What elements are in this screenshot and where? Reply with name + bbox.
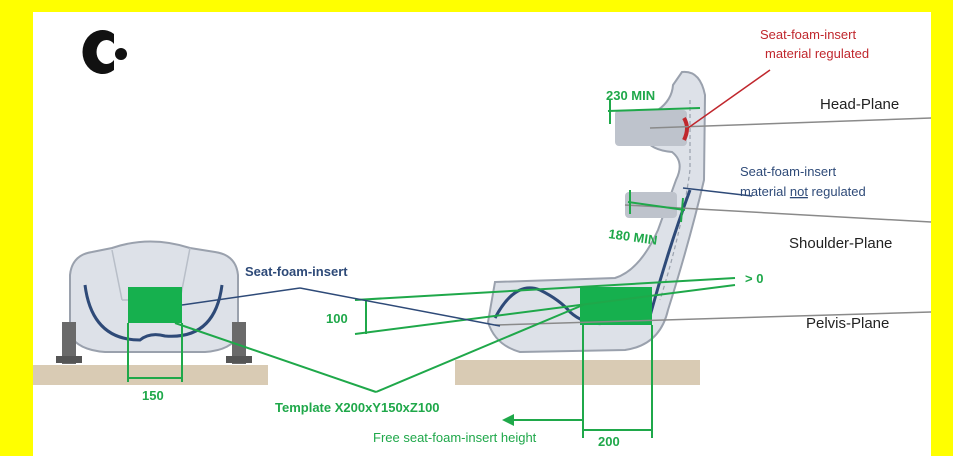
red-insert-label-line1: Seat-foam-insert [760,27,856,42]
green-dimensions [127,99,736,438]
free-height-label: Free seat-foam-insert height [373,430,537,445]
free-height-arrowhead [502,414,514,426]
head-min-label: 230 MIN [606,88,655,103]
head-plane-line [649,117,932,129]
blue-insert-label-line1: Seat-foam-insert [740,164,836,179]
company-logo-icon [82,30,127,75]
template-block-front [128,287,182,323]
pelvis-plane-label: Pelvis-Plane [806,315,889,332]
dim-150-label: 150 [142,388,164,403]
template-block-side [580,287,652,325]
red-insert-label-line2: material regulated [765,46,869,61]
ground-left [33,365,268,385]
blue-insert-label-line2: material not regulated [740,184,866,199]
seat-foam-insert-label: Seat-foam-insert [245,264,348,279]
shoulder-plane-label: Shoulder-Plane [789,235,892,252]
shoulder-min-label: 180 MIN [608,226,659,248]
template-label: Template X200xY150xZ100 [275,400,440,415]
dim-100-label: 100 [326,311,348,326]
ground-right [455,360,700,385]
leader-lines [181,69,771,327]
pelvis-plane-line [494,311,932,326]
gt-zero-label: > 0 [745,271,763,286]
head-plane-label: Head-Plane [820,96,899,113]
dim-200-label: 200 [598,434,620,449]
